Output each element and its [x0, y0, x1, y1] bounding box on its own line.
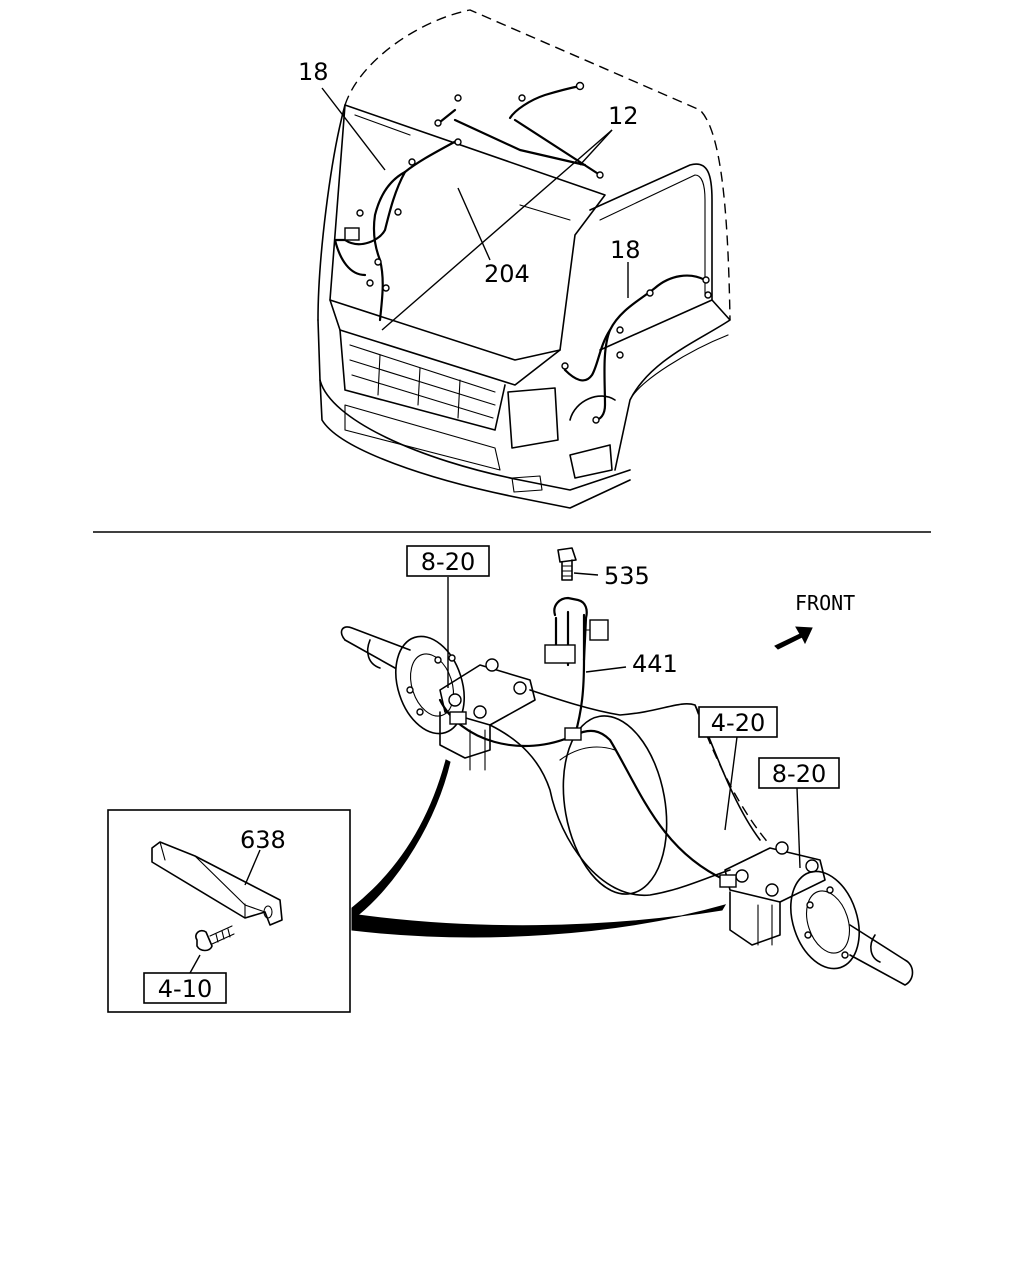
callout-204-harness: 204 — [484, 260, 530, 288]
callout-638-bracket: 638 — [240, 826, 286, 854]
connector-icon — [589, 619, 609, 641]
front-arrow-icon — [774, 626, 813, 650]
ref-8-20-right: 8-20 — [772, 760, 826, 788]
detail-pointer-wedge — [351, 759, 727, 938]
ref-box-8-20-right — [758, 757, 840, 789]
rear-axle-illustration — [340, 547, 914, 986]
ref-box-4-10 — [143, 972, 227, 1004]
truck-cab-illustration — [317, 9, 731, 509]
ref-4-20: 4-20 — [711, 709, 765, 737]
ref-box-8-20-left — [406, 545, 490, 577]
ref-8-20-left: 8-20 — [421, 548, 475, 576]
callout-535-bolt: 535 — [604, 562, 650, 590]
front-label: FRONT — [795, 591, 855, 615]
ref-4-10: 4-10 — [158, 975, 212, 1003]
callout-18-harness-right: 18 — [610, 236, 641, 264]
bolt-icon — [557, 547, 577, 581]
callout-441-sensor-harness: 441 — [632, 650, 678, 678]
ref-box-4-20 — [698, 706, 778, 738]
callout-18-harness-left: 18 — [298, 58, 329, 86]
callout-12-harness: 12 — [608, 102, 639, 130]
